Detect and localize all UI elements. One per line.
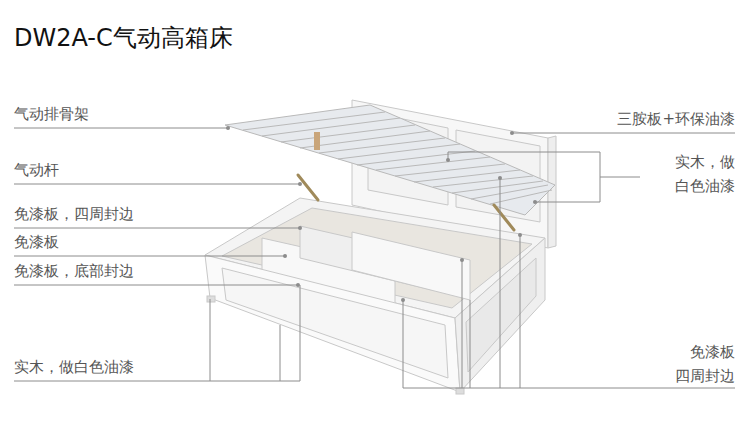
part-label: 免漆板，底部封边 (14, 259, 134, 283)
part-label: 气动杆 (14, 158, 59, 182)
strap (314, 132, 320, 150)
part-label: 免漆板 四周封边 (674, 340, 736, 388)
part-label: 气动排骨架 (14, 102, 89, 126)
part-label: 三胺板+环保油漆 (617, 107, 735, 131)
part-label: 免漆板 (14, 230, 59, 254)
part-label: 实木，做 白色油漆 (674, 150, 736, 198)
title: DW2A-C气动高箱床 (14, 22, 233, 54)
part-label: 实木，做白色油漆 (14, 355, 134, 379)
part-label: 免漆板，四周封边 (14, 202, 134, 226)
